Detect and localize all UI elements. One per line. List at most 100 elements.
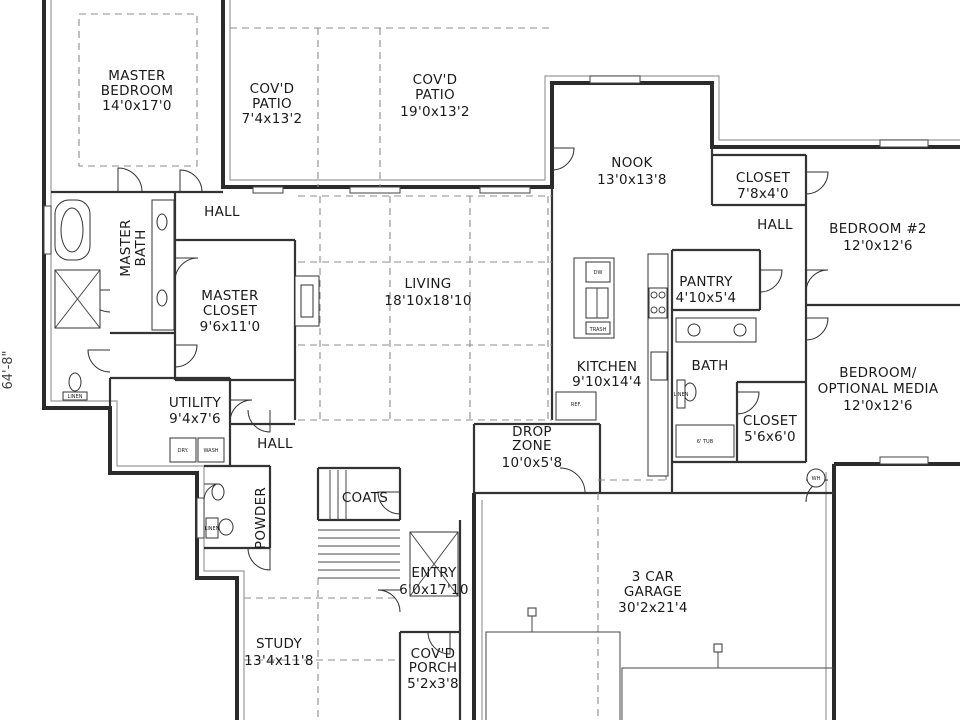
room-kitchen: KITCHEN 9'10x14'4	[572, 359, 642, 390]
cooktop-icon	[648, 287, 668, 319]
room-bedroom-2: BEDROOM #2 12'0x12'6	[829, 221, 927, 254]
powder-toilet-icon	[218, 518, 234, 536]
dishwasher-label: DW	[594, 270, 603, 276]
room-hall-right: HALL	[757, 217, 793, 233]
room-name: NOOK	[611, 155, 653, 171]
fireplace-icon	[294, 275, 320, 327]
room-name: OPTIONAL MEDIA	[818, 381, 939, 397]
room-bath: BATH	[691, 358, 728, 374]
interior-walls	[51, 147, 960, 720]
room-nook: NOOK 13'0x13'8	[597, 155, 667, 188]
room-name: GARAGE	[624, 584, 682, 600]
water-heater-icon	[806, 468, 826, 488]
linen-label-bath: LINEN	[674, 392, 689, 398]
room-size: 12'0x12'6	[843, 238, 913, 254]
overall-dimension: 64'-8"	[1, 350, 16, 389]
room-name: COV'D	[250, 81, 295, 97]
room-size: 9'10x14'4	[572, 374, 642, 390]
room-closet-top: CLOSET 7'8x4'0	[736, 170, 791, 202]
room-size: 5'2x3'8	[407, 676, 459, 692]
room-name: BATH	[133, 229, 149, 266]
room-drop-zone: DROP ZONE 10'0x5'8	[502, 424, 563, 471]
water-heater-label: WH	[812, 476, 821, 482]
room-name: LIVING	[404, 276, 451, 292]
room-size: 9'4x7'6	[169, 411, 221, 427]
room-garage: 3 CAR GARAGE 30'2x21'4	[618, 569, 688, 616]
room-size: 12'0x12'6	[843, 398, 913, 414]
fixtures: LINEN DW TRASH REF. LINEN 6' TUB	[54, 199, 834, 720]
room-size: 4'10x5'4	[676, 290, 737, 306]
room-size: 7'4x13'2	[242, 111, 303, 127]
room-master-bath: MASTER BATH	[118, 219, 149, 276]
room-labels: MASTER BEDROOM 14'0x17'0 COV'D PATIO 7'4…	[101, 68, 939, 692]
room-name: PORCH	[409, 660, 458, 676]
room-name: KITCHEN	[577, 359, 638, 375]
stairs	[318, 470, 400, 579]
room-name: 3 CAR	[632, 569, 674, 585]
linen-label: LINEN	[68, 394, 83, 400]
room-hall-center: HALL	[257, 436, 293, 452]
room-covd-patio-2: COV'D PATIO 19'0x13'2	[400, 72, 470, 120]
refrigerator-icon	[555, 391, 597, 421]
room-coats: COATS	[342, 490, 388, 506]
room-size: 14'0x17'0	[102, 98, 172, 114]
room-name: PATIO	[252, 96, 292, 112]
room-powder: POWDER	[253, 487, 269, 549]
room-utility: UTILITY 9'4x7'6	[169, 395, 222, 427]
room-name: PATIO	[415, 87, 455, 103]
room-name: CLOSET	[203, 303, 258, 319]
room-size: 9'6x11'0	[200, 319, 261, 335]
dryer-label: DRY.	[178, 448, 189, 454]
room-name: ENTRY	[411, 565, 457, 581]
room-name: COV'D	[411, 646, 456, 662]
room-size: 13'4x11'8	[244, 653, 314, 669]
room-name: BEDROOM/	[839, 365, 917, 381]
exterior-walls	[42, 0, 960, 720]
room-size: 10'0x5'8	[502, 455, 563, 471]
room-name: STUDY	[256, 636, 303, 652]
dryer-icon	[169, 437, 197, 463]
room-name: PANTRY	[679, 274, 733, 290]
tub-label: 6' TUB	[697, 439, 714, 445]
room-master-closet: MASTER CLOSET 9'6x11'0	[200, 288, 261, 335]
room-size: 18'10x18'10	[384, 293, 471, 309]
room-name: BEDROOM	[101, 83, 174, 99]
room-size: 6'0x17'10	[399, 582, 469, 598]
windows	[43, 75, 929, 539]
bath-tub-icon	[675, 424, 735, 458]
room-name: DROP	[512, 424, 552, 440]
room-entry: ENTRY 6'0x17'10	[399, 565, 469, 598]
room-hall-top-left: HALL	[204, 204, 240, 220]
room-closet-right: CLOSET 5'6x6'0	[743, 413, 798, 445]
room-covd-patio-1: COV'D PATIO 7'4x13'2	[242, 81, 303, 127]
washer-icon	[197, 437, 225, 463]
room-size: 13'0x13'8	[597, 172, 667, 188]
powder-sink-icon	[211, 483, 225, 501]
room-master-bedroom: MASTER BEDROOM 14'0x17'0	[101, 68, 174, 114]
room-size: 19'0x13'2	[400, 104, 470, 120]
room-name: MASTER	[108, 68, 165, 84]
room-name: MASTER	[201, 288, 258, 304]
room-name: MASTER	[118, 219, 134, 276]
room-name: BEDROOM #2	[829, 221, 927, 237]
toilet-icon	[68, 372, 82, 392]
room-covd-porch: COV'D PORCH 5'2x3'8	[407, 646, 459, 692]
room-name: CLOSET	[743, 413, 798, 429]
linen-label-powder: LINEN	[205, 526, 220, 532]
trash-label: TRASH	[589, 327, 607, 333]
room-study: STUDY 13'4x11'8	[244, 636, 314, 669]
room-living: LIVING 18'10x18'10	[384, 276, 471, 309]
room-name: COV'D	[413, 72, 458, 88]
refrigerator-label: REF.	[571, 402, 582, 408]
room-name: CLOSET	[736, 170, 791, 186]
room-name: ZONE	[512, 438, 552, 454]
room-size: 5'6x6'0	[744, 429, 796, 445]
room-pantry: PANTRY 4'10x5'4	[676, 274, 737, 306]
room-bedroom-media: BEDROOM/ OPTIONAL MEDIA 12'0x12'6	[818, 365, 939, 414]
room-name: UTILITY	[169, 395, 222, 411]
room-size: 30'2x21'4	[618, 600, 688, 616]
room-size: 7'8x4'0	[737, 186, 789, 202]
washer-label: WASH	[203, 448, 218, 454]
